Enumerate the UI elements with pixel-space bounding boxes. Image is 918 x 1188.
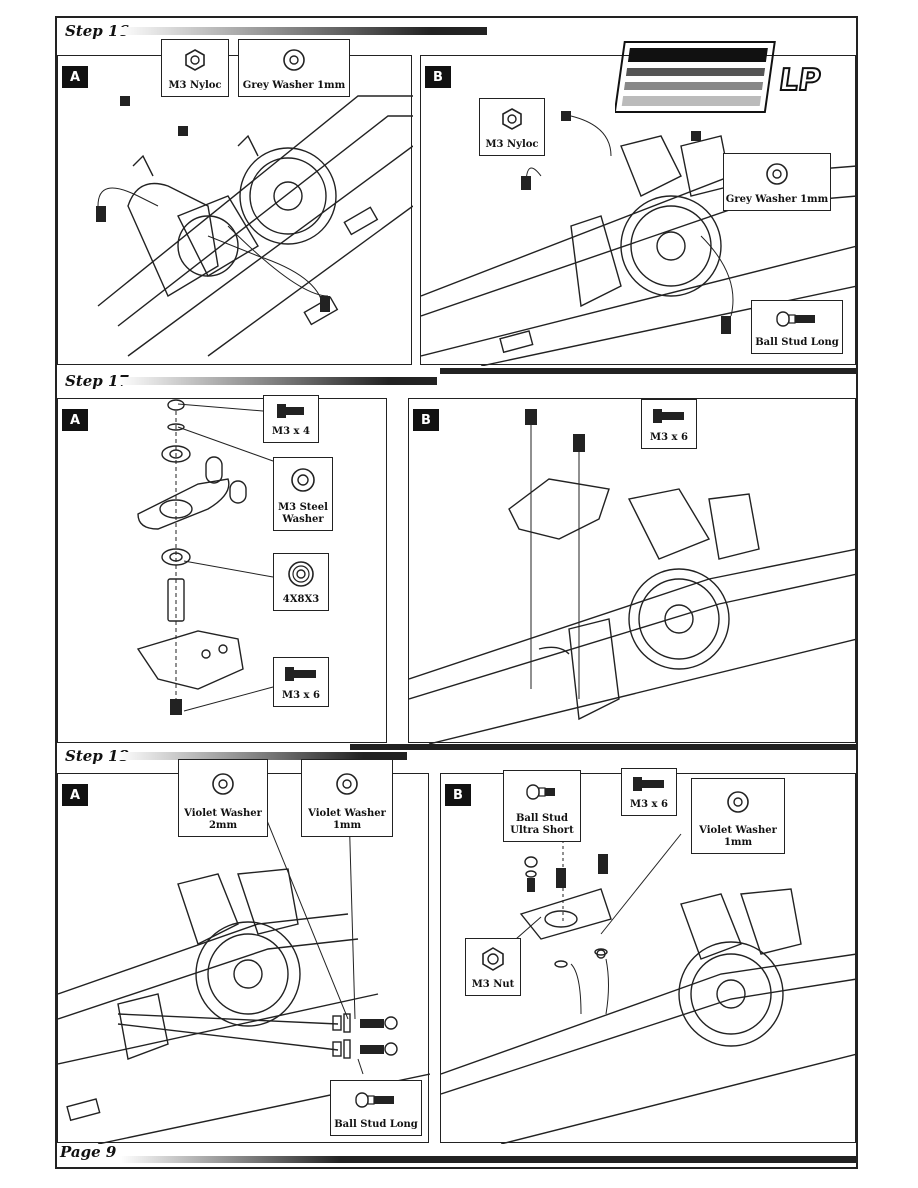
washer-icon — [282, 40, 306, 80]
panel-tag: B — [445, 784, 471, 806]
assembly-drawing — [421, 111, 857, 366]
step-title: Step 17 — [65, 372, 129, 390]
step-18-panel-a: A Violet Washer 2mm Violet Washer 1mm Ba… — [57, 759, 430, 1144]
divider-bar — [350, 744, 856, 750]
washer-icon — [765, 154, 789, 194]
step-title: Step 18 — [65, 747, 129, 765]
panel-tag: B — [413, 409, 439, 431]
panel-tag: A — [62, 784, 88, 806]
step-17-header: Step 17 — [57, 370, 437, 392]
washer-icon — [335, 760, 359, 808]
nut-icon — [501, 99, 523, 139]
nut-icon — [184, 40, 206, 80]
part-label-m3x6-screw: M3 x 6 — [273, 657, 329, 707]
bearing-icon — [287, 554, 315, 594]
step-18-panel-b: B Ball Stud Ultra Short M3 x 6 Violet Wa… — [440, 768, 857, 1144]
part-label-ball-stud-ultra-short: Ball Stud Ultra Short — [503, 770, 581, 842]
header-bar — [117, 752, 407, 760]
step-18-header: Step 18 — [57, 745, 407, 767]
panel-tag: A — [62, 409, 88, 431]
screw-icon — [632, 769, 666, 799]
exploded-view — [136, 399, 274, 715]
part-label-ball-stud-long: Ball Stud Long — [751, 300, 843, 354]
washer-icon — [290, 458, 316, 502]
page-frame — [55, 16, 858, 1169]
part-label-violet-washer-2mm: Violet Washer 2mm — [178, 759, 268, 837]
part-label-grey-washer: Grey Washer 1mm — [723, 153, 831, 211]
ball-stud-icon — [776, 301, 818, 337]
part-label-m3x6-screw: M3 x 6 — [641, 399, 697, 449]
nut-icon — [481, 939, 505, 979]
ball-stud-icon — [355, 1081, 397, 1119]
part-label-m3x4-screw: M3 x 4 — [263, 395, 319, 443]
step-title: Step 16 — [65, 22, 129, 40]
part-label-m3-steel-washer: M3 Steel Washer — [273, 457, 333, 531]
part-label-grey-washer: Grey Washer 1mm — [238, 39, 350, 97]
part-label-bearing: 4X8X3 — [273, 553, 329, 611]
assembly-drawing — [441, 833, 857, 1144]
logo-graphic: LP — [613, 41, 824, 113]
step-16-header: Step 16 — [57, 20, 487, 42]
step-17-panel-b: B M3 x 6 — [408, 398, 857, 744]
panel-tag: A — [62, 66, 88, 88]
step-16-panel-a: A M3 Nyloc Grey Washer 1mm — [57, 39, 413, 365]
washer-icon — [211, 760, 235, 808]
part-label-m3-nut: M3 Nut — [465, 938, 521, 996]
step-16-panel-b: B M3 Nyloc Grey Washer 1mm Ball Stud Lon… — [420, 55, 857, 366]
screw-icon — [276, 396, 306, 426]
part-label-m3x6-screw: M3 x 6 — [621, 768, 677, 816]
step-17-panel-a: A M3 x 4 M3 Steel Washer 4X8X3 M3 x 6 — [57, 395, 387, 743]
part-label-ball-stud-long: Ball Stud Long — [330, 1080, 422, 1136]
part-label-violet-washer-1mm: Violet Washer 1mm — [691, 778, 785, 854]
divider-bar — [440, 368, 856, 374]
screw-icon — [652, 400, 686, 432]
part-label-m3-nyloc: M3 Nyloc — [161, 39, 229, 97]
header-bar — [117, 377, 437, 385]
footer-bar — [120, 1156, 856, 1163]
page-number: Page 9 — [60, 1143, 117, 1161]
washer-icon — [726, 779, 750, 825]
assembly-drawing — [409, 409, 857, 744]
svg-text:LP: LP — [777, 63, 823, 98]
screw-icon — [284, 658, 318, 690]
part-label-m3-nyloc: M3 Nyloc — [479, 98, 545, 156]
ball-stud-icon — [526, 771, 558, 813]
header-bar — [117, 27, 487, 35]
product-logo: LP — [613, 40, 855, 120]
panel-tag: B — [425, 66, 451, 88]
part-label-violet-washer-1mm: Violet Washer 1mm — [301, 759, 393, 837]
assembly-drawing — [96, 95, 413, 357]
